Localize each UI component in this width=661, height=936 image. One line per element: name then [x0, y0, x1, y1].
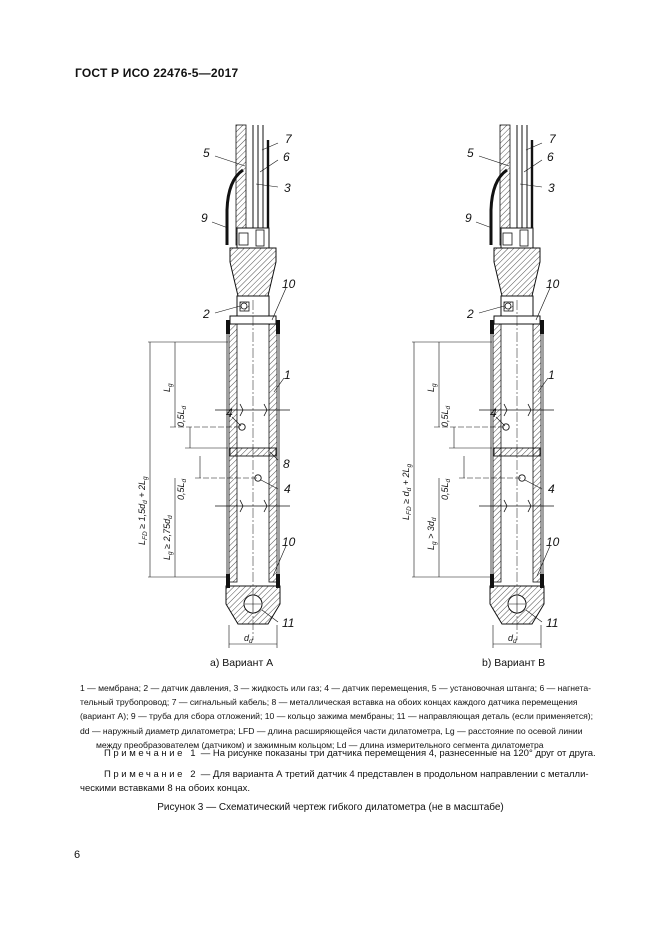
figure-legend: 1 — мембрана; 2 — датчик давления, 3 — ж… [80, 681, 620, 752]
dim-b-lfd: LFD ≥ dd + 2Lg [401, 463, 413, 520]
page-number: 6 [74, 849, 81, 861]
label-b-10-top: 10 [546, 277, 560, 291]
note-2-cont: ческими вставками 8 на обоих концах. [80, 783, 251, 794]
label-a-7: 7 [285, 132, 293, 146]
figure-title: Рисунок 3 — Схематический чертеж гибкого… [157, 802, 504, 813]
legend-line-2: тельный трубопровод; 7 — сигнальный кабе… [80, 697, 578, 708]
label-a-10-top: 10 [282, 277, 296, 291]
label-b-4-top: 4 [490, 406, 497, 420]
note-1: Примечание 1 — На рисунке показаны три д… [80, 747, 620, 761]
label-a-6: 6 [283, 150, 290, 164]
label-a-4-top: 4 [226, 406, 233, 420]
caption-variant-a: a) Вариант А [210, 657, 274, 669]
variant-b-drawing [412, 124, 554, 648]
dim-a-dd: dd [244, 633, 253, 645]
dim-a-half-ld-top: 0,5Ld [176, 405, 188, 427]
label-a-9: 9 [201, 211, 208, 225]
label-b-4-bottom: 4 [548, 482, 555, 496]
label-a-11: 11 [282, 616, 294, 630]
dim-b-lg2: Lg > 3dd [426, 517, 438, 550]
label-a-10-bottom: 10 [282, 535, 296, 549]
label-a-1: 1 [284, 368, 291, 382]
dim-a-lg2: Lg ≥ 2,75dd [162, 515, 174, 560]
note-2-text: — Для варианта А третий датчик 4 предста… [198, 769, 589, 780]
label-b-1: 1 [548, 368, 555, 382]
label-b-9: 9 [465, 211, 472, 225]
label-b-7: 7 [549, 132, 557, 146]
legend-line-4: dd — наружный диаметр дилатометра; LFD —… [80, 725, 583, 736]
note-1-prefix: Примечание 1 [104, 748, 199, 759]
variant-a-drawing [148, 124, 290, 648]
dim-a-lg: Lg [162, 383, 174, 392]
label-b-5: 5 [467, 146, 474, 160]
label-b-3: 3 [548, 181, 555, 195]
legend-line-1: 1 — мембрана; 2 — датчик давления, 3 — ж… [80, 683, 591, 693]
note-2: Примечание 2 — Для варианта А третий дат… [80, 768, 620, 796]
label-b-11: 11 [546, 616, 558, 630]
legend-line-5: между преобразователем (датчиком) и зажи… [96, 739, 544, 750]
note-1-text: — На рисунке показаны три датчика переме… [198, 748, 596, 759]
dim-a-lfd: LFD ≥ 1,5dd + 2Lg [137, 476, 149, 545]
legend-line-3: (вариант А); 9 — труба для сбора отложен… [80, 711, 594, 722]
dim-b-lg: Lg [426, 383, 438, 392]
label-b-2: 2 [466, 307, 474, 321]
label-a-2: 2 [202, 307, 210, 321]
caption-variant-b: b) Вариант В [482, 657, 546, 669]
label-b-10-bottom: 10 [546, 535, 560, 549]
note-2-prefix: Примечание 2 [104, 769, 199, 780]
document-header: ГОСТ Р ИСО 22476-5—2017 [75, 66, 239, 80]
label-b-6: 6 [547, 150, 554, 164]
dim-b-half-ld-bottom: 0,5Ld [440, 478, 452, 500]
label-a-4-bottom: 4 [284, 482, 291, 496]
label-a-3: 3 [284, 181, 291, 195]
label-a-5: 5 [203, 146, 210, 160]
dim-a-half-ld-bottom: 0,5Ld [176, 478, 188, 500]
label-a-8: 8 [283, 457, 290, 471]
dim-b-half-ld-top: 0,5Ld [440, 405, 452, 427]
dim-b-dd: dd [508, 633, 517, 645]
